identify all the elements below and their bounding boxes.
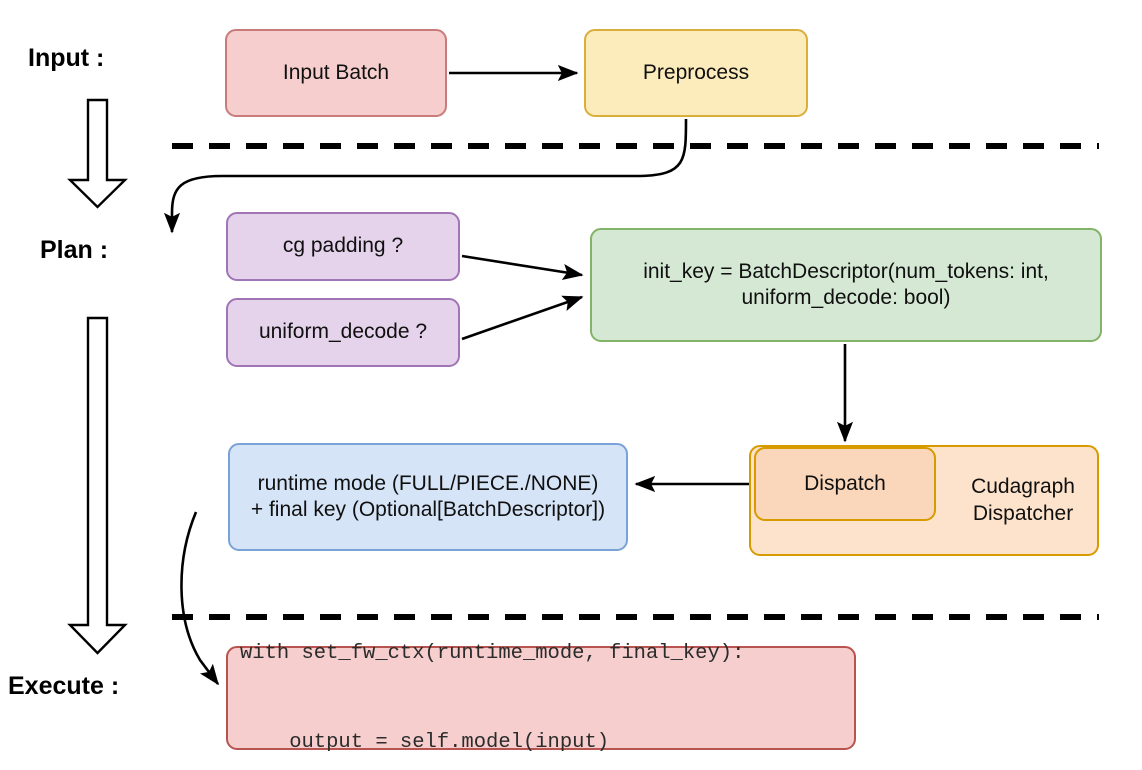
init-key-label-line2: uniform_decode: bool) (741, 286, 951, 309)
input-batch-label: Input Batch (282, 60, 390, 84)
execute-code-line2: output = self.model(input) (240, 730, 610, 754)
execute-code-node[interactable]: with set_fw_ctx(runtime_mode, final_key)… (226, 642, 856, 754)
cg-padding-label: cg padding ? (282, 234, 404, 258)
runtime-mode-label-line2: + final key (Optional[BatchDescriptor]) (250, 498, 606, 521)
input-batch-node[interactable]: Input Batch (225, 29, 447, 117)
runtime-mode-label-line1: runtime mode (FULL/PIECE./NONE) (257, 471, 599, 495)
cudagraph-dispatcher-label-line1: Cudagraph (971, 475, 1075, 499)
flow-arrow-plan-to-execute (67, 316, 128, 655)
init-key-label-line1: init_key = BatchDescriptor(num_tokens: i… (643, 259, 1049, 283)
connector-runtime-mode-to-execute-code (180, 511, 220, 686)
stage-label-input: Input : (28, 44, 105, 72)
cg-padding-node[interactable]: cg padding ? (226, 212, 460, 281)
preprocess-node[interactable]: Preprocess (584, 29, 808, 117)
stage-label-plan: Plan : (40, 236, 109, 264)
dispatch-label: Dispatch (804, 471, 886, 495)
flow-arrow-input-to-plan (67, 98, 128, 209)
dispatch-node[interactable]: Dispatch (754, 447, 936, 521)
connector-uniform-decode-to-init-key (461, 295, 584, 341)
execute-code-line1: with set_fw_ctx(runtime_mode, final_key)… (240, 641, 745, 665)
stage-label-execute: Execute : (8, 672, 120, 700)
uniform-decode-label: uniform_decode ? (258, 320, 428, 344)
preprocess-label: Preprocess (642, 60, 750, 84)
connector-cg-padding-to-init-key (461, 254, 584, 280)
runtime-mode-node[interactable]: runtime mode (FULL/PIECE./NONE) + final … (228, 443, 628, 551)
cudagraph-dispatcher-label-line2: Dispatcher (972, 501, 1074, 525)
init-key-node[interactable]: init_key = BatchDescriptor(num_tokens: i… (590, 228, 1102, 342)
uniform-decode-node[interactable]: uniform_decode ? (226, 298, 460, 367)
